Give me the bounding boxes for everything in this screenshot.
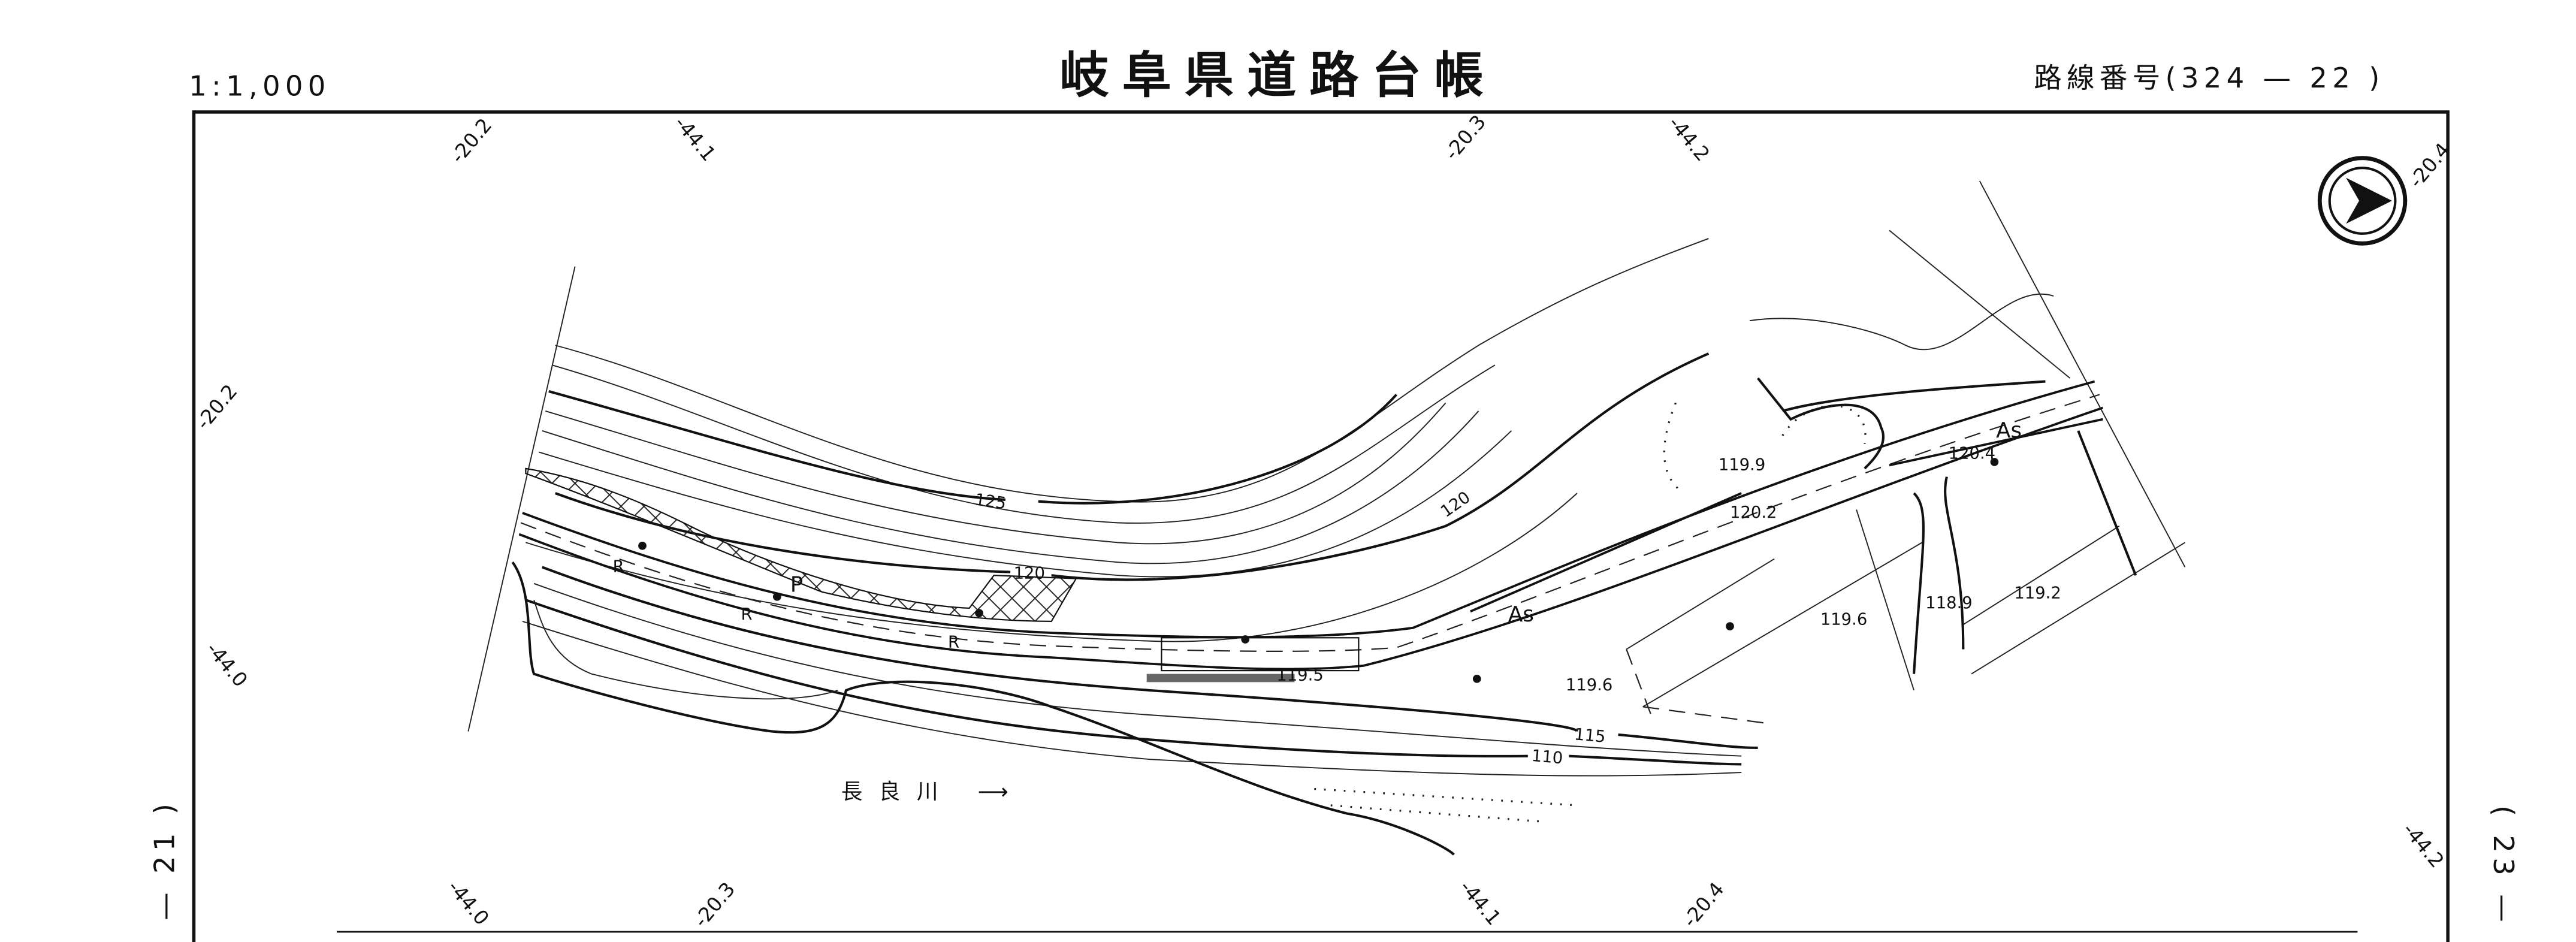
river-name: 長良川 ⟶: [841, 780, 1025, 804]
map-title: 岐阜県道路台帳: [1059, 47, 1496, 104]
road-label: R: [741, 605, 753, 624]
contour-lines: [522, 238, 2054, 777]
grid-label: -44.1: [1455, 875, 1506, 929]
road-label: R: [948, 633, 959, 652]
contour-label: 120: [1438, 488, 1474, 521]
prev-sheet-label: — 21 ): [149, 799, 181, 920]
contour-label: 110: [1531, 747, 1564, 768]
spot-height: 119.6: [1820, 610, 1867, 629]
road-label: R: [613, 558, 624, 576]
spot-height: 120.2: [1730, 503, 1777, 522]
spot-height: 119.2: [2014, 584, 2061, 602]
contour-label: 125: [974, 490, 1007, 513]
contour-label: 115: [1574, 725, 1606, 746]
north-arrow-icon: [2317, 156, 2408, 246]
road-label: P: [790, 573, 803, 597]
river-bank: [511, 561, 1578, 856]
hatched-slope-area: [525, 467, 1077, 622]
grid-label: -44.0: [443, 875, 494, 929]
grid-label: -20.2: [191, 380, 242, 434]
parcels: [1146, 377, 2185, 724]
next-sheet-label: ( 23 —: [2487, 805, 2520, 927]
spot-height: 118.9: [1925, 594, 1972, 612]
grid-label: -44.2: [1664, 111, 1715, 165]
spot-height: 119.6: [1566, 676, 1612, 695]
surface-label: As: [1508, 602, 1534, 627]
boundary-lines: [467, 180, 2186, 732]
road: [518, 380, 2104, 671]
surface-label: As: [1996, 418, 2022, 443]
spot-heights: 119.9 120.2 120.4 119.6 119.6 118.9 119.…: [638, 444, 2061, 695]
route-number: 路線番号(324 — 22 ): [2034, 62, 2384, 94]
spot-height: 119.9: [1719, 456, 1765, 475]
grid-label: -20.2: [446, 114, 497, 168]
spot-height: 119.5: [1276, 666, 1323, 685]
map-frame: [192, 110, 2450, 942]
grid-label: -44.1: [670, 111, 721, 165]
grid-label: -20.3: [689, 877, 740, 931]
grid-label: -20.4: [1678, 877, 1729, 931]
grid-label: -44.2: [2398, 818, 2449, 872]
scale-label: 1:1,000: [189, 70, 330, 102]
grid-label: -44.0: [202, 638, 253, 692]
spot-height: 120.4: [1949, 444, 1995, 463]
grid-label: -20.3: [1440, 110, 1491, 164]
